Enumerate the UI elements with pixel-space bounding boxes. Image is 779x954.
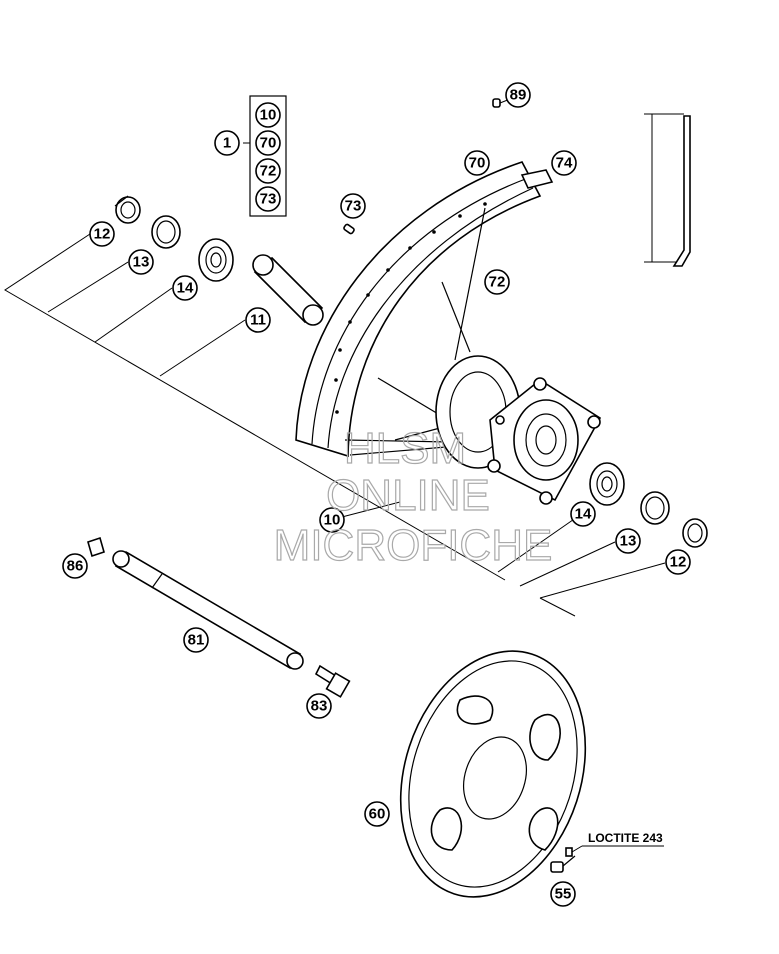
- watermark-line-3: MICROFICHE: [274, 521, 553, 570]
- callout-spokes-72[interactable]: 72: [484, 269, 510, 295]
- callout-disc-60[interactable]: 60: [364, 801, 390, 827]
- disc-screw: [550, 847, 576, 873]
- svg-text:10: 10: [324, 512, 341, 529]
- loctite-note: LOCTITE 243: [588, 831, 663, 845]
- leader-lines-left: [4, 98, 666, 617]
- spacer-right: [682, 518, 708, 548]
- svg-text:10: 10: [260, 107, 277, 124]
- callout-left-14[interactable]: 14: [172, 275, 198, 301]
- callout-kit-73[interactable]: 73: [255, 186, 281, 212]
- svg-text:1: 1: [223, 135, 231, 152]
- svg-text:89: 89: [510, 87, 527, 104]
- svg-text:86: 86: [67, 558, 84, 575]
- callout-left-12[interactable]: 12: [89, 221, 115, 247]
- svg-text:14: 14: [177, 280, 194, 297]
- callout-axle-81[interactable]: 81: [183, 627, 209, 653]
- callout-kit-10[interactable]: 10: [255, 102, 281, 128]
- axle-cap-part: [87, 536, 105, 558]
- seal-right: [640, 491, 670, 525]
- svg-text:11: 11: [250, 312, 266, 329]
- svg-text:12: 12: [670, 554, 687, 571]
- kit-bracket: [249, 95, 287, 217]
- svg-text:60: 60: [369, 806, 386, 823]
- svg-text:74: 74: [556, 155, 573, 172]
- rim-tape: [520, 169, 554, 189]
- callout-right-12[interactable]: 12: [665, 549, 691, 575]
- watermark-line-2: ONLINE: [326, 471, 490, 520]
- callout-screw-55[interactable]: 55: [550, 881, 576, 907]
- svg-text:73: 73: [345, 198, 362, 215]
- brake-disc: [399, 650, 587, 898]
- svg-text:70: 70: [469, 155, 486, 172]
- callout-right-14[interactable]: 14: [570, 501, 596, 527]
- callout-left-13[interactable]: 13: [128, 249, 154, 275]
- svg-text:81: 81: [188, 632, 205, 649]
- callout-hub-10[interactable]: 10: [319, 507, 345, 533]
- bearing-right: [589, 462, 625, 506]
- svg-text:55: 55: [555, 886, 572, 903]
- bearing-left: [198, 238, 234, 282]
- svg-text:70: 70: [260, 135, 277, 152]
- svg-text:72: 72: [260, 163, 277, 180]
- svg-text:72: 72: [489, 274, 506, 291]
- callout-right-13[interactable]: 13: [615, 528, 641, 554]
- callout-kit-70[interactable]: 70: [255, 130, 281, 156]
- callout-nipple-73[interactable]: 73: [340, 193, 366, 219]
- hub: [435, 355, 602, 505]
- axle-bolt: [314, 664, 351, 698]
- callout-kit-72[interactable]: 72: [255, 158, 281, 184]
- callout-bolt-83[interactable]: 83: [306, 693, 332, 719]
- callout-rim-70[interactable]: 70: [464, 150, 490, 176]
- distance-sleeve: [252, 254, 324, 326]
- callout-left-11[interactable]: 11: [245, 307, 271, 333]
- callout-1[interactable]: 1: [214, 130, 240, 156]
- svg-text:73: 73: [260, 191, 277, 208]
- callout-rim-tape-74[interactable]: 74: [551, 150, 577, 176]
- nipple-part: [343, 223, 355, 235]
- svg-text:14: 14: [575, 506, 592, 523]
- seal-left: [151, 215, 181, 249]
- callout-cap-86[interactable]: 86: [62, 553, 88, 579]
- callout-cap-89[interactable]: 89: [505, 82, 531, 108]
- svg-text:12: 12: [94, 226, 111, 243]
- svg-text:13: 13: [133, 254, 150, 271]
- axle: [112, 550, 304, 670]
- watermark-line-1: HLSM: [344, 424, 466, 473]
- svg-text:13: 13: [620, 533, 637, 550]
- watermark: HLSM ONLINE MICROFICHE: [273, 423, 553, 570]
- svg-text:83: 83: [311, 698, 328, 715]
- spacer-left: [114, 195, 141, 224]
- valve-cap-part: [492, 98, 501, 108]
- spoke-detail: [644, 113, 691, 267]
